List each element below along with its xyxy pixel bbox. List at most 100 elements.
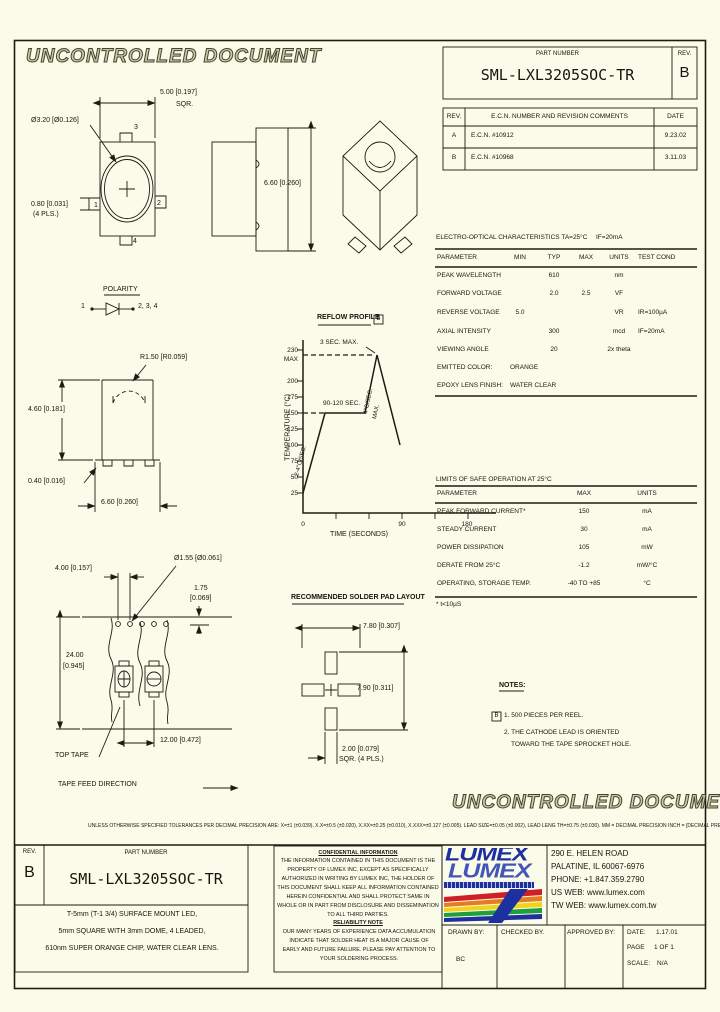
scale-label: SCALE: [627, 960, 651, 967]
dim-sprocket-hole: Ø1.55 [Ø0.061] [174, 555, 222, 562]
reflow-ytick: 25 [290, 490, 298, 497]
limits-units: °C [643, 580, 651, 587]
eo-max: 2.5 [581, 290, 591, 297]
reflow-ytick: 150 [287, 410, 298, 417]
lumex-wordmark: LUMEX [445, 848, 528, 866]
reflow-ytick: 200 [287, 378, 298, 385]
eo-min: 5.0 [515, 309, 525, 316]
note-item-1: 1. 500 PIECES PER REEL. [504, 712, 584, 719]
tape-feed-direction-label: TAPE FEED DIRECTION [58, 781, 137, 788]
note-item-2: 2. THE CATHODE LEAD IS ORIENTED [504, 729, 620, 736]
rev-label: REV. [677, 51, 692, 57]
lumex-wordmark-shadow: LUMEX [448, 860, 531, 883]
pin-4-label: 4 [133, 238, 137, 245]
rev-table-col-date: DATE [667, 113, 684, 120]
pin-3-label: 3 [134, 124, 138, 131]
watermark-top: UNCONTROLLED DOCUMENT [25, 46, 322, 68]
reflow-ytick: 125 [287, 426, 298, 433]
limits-col-units: UNITS [637, 490, 657, 497]
page-value: 1 OF 1 [654, 944, 674, 951]
limits-units: mA [642, 508, 652, 515]
eo-param: PEAK WAVELENGTH [437, 272, 501, 279]
notes-rev-flag: B [494, 713, 499, 719]
reflow-ytick: 175 [287, 394, 298, 401]
lumex-rainbow [444, 889, 542, 923]
polarity-cathodes: 2, 3, 4 [138, 303, 158, 310]
eo-param: VIEWING ANGLE [437, 346, 489, 353]
dim-pad-width: 7.80 [0.307] [363, 623, 400, 630]
iso-view-drawing [342, 120, 418, 254]
watermark-bottom: UNCONTROLLED DOCUMENT [451, 792, 720, 814]
eo-emitted-color-value: ORANGE [510, 364, 539, 371]
reflow-chart [297, 314, 496, 519]
eo-lens-label: EPOXY LENS FINISH: [437, 382, 503, 389]
reflow-title: REFLOW PROFILE [317, 314, 380, 321]
limits-max: -40 TO +85 [567, 580, 601, 587]
company-address-1: 290 E. HELEN ROAD [551, 849, 629, 858]
confidential-body: THE INFORMATION CONTAINED IN THIS DOCUME… [277, 858, 439, 918]
limits-col-param: PARAMETER [437, 490, 477, 497]
top-view-drawing [80, 97, 167, 246]
reflow-ytick: MAX [283, 356, 298, 363]
tables-grid [435, 46, 698, 722]
reflow-xtick: 90 [398, 521, 406, 528]
notes-title: NOTES: [499, 682, 526, 689]
reflow-rev-flag: B [376, 316, 381, 322]
reflow-ytick: 75 [290, 458, 298, 465]
company-tw-web: TW WEB: www.lumex.com.tw [551, 901, 657, 910]
checked-by-label: CHECKED BY. [501, 929, 545, 936]
company-phone: PHONE: +1.847.359.2790 [551, 875, 645, 884]
limits-param: OPERATING, STORAGE TEMP. [437, 580, 531, 587]
tape-drawing [56, 565, 239, 791]
drawn-by-label: DRAWN BY: [448, 929, 485, 936]
dim-dome-diameter: Ø3.20 [Ø0.126] [31, 117, 79, 124]
eo-emitted-color-label: EMITTED COLOR: [437, 364, 493, 371]
side-view-drawing [211, 120, 316, 252]
limits-param: DERATE FROM 25°C [437, 562, 501, 569]
tb-rev-value: B [24, 864, 35, 881]
rev-table-col-rev: REV. [446, 113, 462, 120]
eo-col-typ: TYP [547, 254, 561, 261]
dim-part-spacing: 12.00 [0.472] [160, 737, 201, 744]
date-value: 1.17.01 [656, 929, 678, 936]
limits-footnote: * t<10µS [436, 601, 462, 608]
polarity-symbol [90, 294, 140, 316]
eo-units: nm [614, 272, 624, 279]
part-number-value: SML-LXL3205SOC-TR [480, 66, 635, 84]
tb-rev-label: REV. [22, 849, 37, 855]
eo-units: VR [614, 309, 624, 316]
reflow-x-axis-label: TIME (SECONDS) [330, 531, 388, 538]
eo-units: mcd [612, 328, 626, 335]
dim-lead-places: (4 PLS.) [33, 211, 59, 218]
limits-max: 105 [578, 544, 590, 551]
pin-1-label: 1 [94, 202, 98, 209]
eo-units: 2x theta [607, 346, 631, 353]
dim-square: 5.00 [0.197] [160, 89, 197, 96]
border-frame [13, 39, 707, 990]
solder-pad-title: RECOMMENDED SOLDER PAD LAYOUT [291, 594, 425, 601]
rev-row-rev: B [451, 154, 457, 161]
eo-table-title: ELECTRO-OPTICAL CHARACTERISTICS TA=25°C [436, 234, 588, 241]
limits-param: PEAK FORWARD CURRENT* [437, 508, 526, 515]
reflow-xtick: 180 [461, 521, 473, 528]
limits-max: 30 [580, 526, 588, 533]
eo-param: REVERSE VOLTAGE [437, 309, 500, 316]
date-label: DATE: [627, 929, 646, 936]
eo-param: FORWARD VOLTAGE [437, 290, 502, 297]
reflow-ytick: 100 [287, 442, 298, 449]
dim-standoff: 0.40 [0.016] [28, 478, 65, 485]
dim-tape-pitch: 4.00 [0.157] [55, 565, 92, 572]
dim-square-sqr: SQR. [176, 101, 194, 108]
limits-table-title: LIMITS OF SAFE OPERATION AT 25°C [436, 476, 552, 483]
tb-description-3: 610nm SUPER ORANGE CHIP, WATER CLEAR LEN… [45, 945, 219, 952]
tb-part-number: SML-LXL3205SOC-TR [69, 870, 223, 888]
eo-test: IF=20mA [638, 328, 665, 335]
dim-pad-size-sqr: SQR. (4 PLS.) [339, 756, 384, 763]
tb-part-label: PART NUMBER [124, 850, 168, 856]
limits-units: mW/°C [636, 562, 658, 569]
confidential-title: CONFIDENTIAL INFORMATION [318, 850, 398, 856]
reliability-title: RELIABILITY NOTE [333, 920, 383, 926]
eo-col-units: UNITS [609, 254, 629, 261]
title-block-grid [14, 844, 706, 988]
